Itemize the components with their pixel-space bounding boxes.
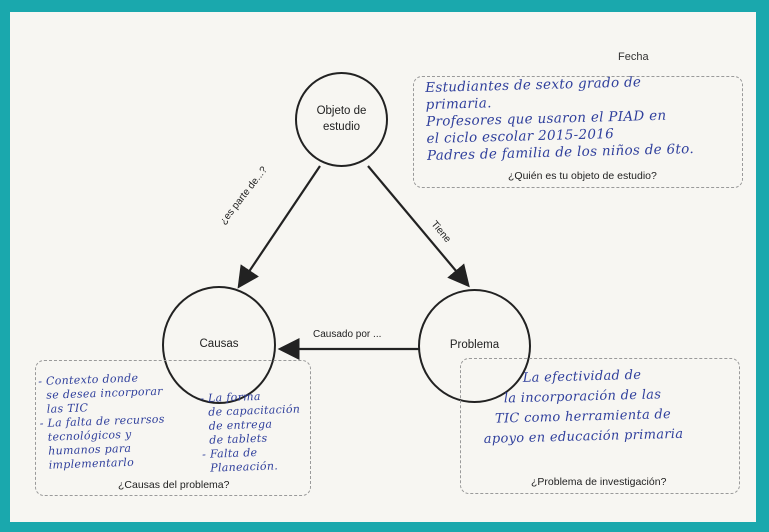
causes-answer-left: - Contexto donde se desea incorporar las… [38, 371, 165, 472]
object-of-study-question: ¿Quién es tu objeto de estudio? [508, 170, 657, 182]
date-label: Fecha [618, 51, 649, 63]
worksheet-page [10, 12, 756, 522]
node-problem: Problema [418, 289, 531, 403]
causes-box [35, 360, 311, 496]
object-of-study-box [413, 76, 743, 188]
arrow-object-to-problem [367, 165, 470, 288]
node-problem-label: Problema [449, 339, 500, 352]
causes-answer-right: - La forma de capacitación de entrega de… [200, 389, 301, 475]
node-causes-label: Causas [199, 338, 239, 351]
arrow-object-to-causes [237, 165, 321, 289]
node-causes: Causas [162, 286, 276, 404]
research-problem-box [460, 358, 740, 494]
node-object-label: Objeto de estudio [316, 104, 367, 133]
causes-question: ¿Causas del problema? [118, 479, 230, 491]
node-object-of-study: Objeto de estudio [295, 72, 388, 167]
object-of-study-answer: Estudiantes de sexto grado de primaria. … [425, 74, 695, 164]
research-problem-question: ¿Problema de investigación? [531, 476, 667, 488]
research-problem-answer: La efectividad de la incorporación de la… [483, 367, 684, 447]
edge-label-caused-by: Causado por ... [313, 329, 382, 340]
